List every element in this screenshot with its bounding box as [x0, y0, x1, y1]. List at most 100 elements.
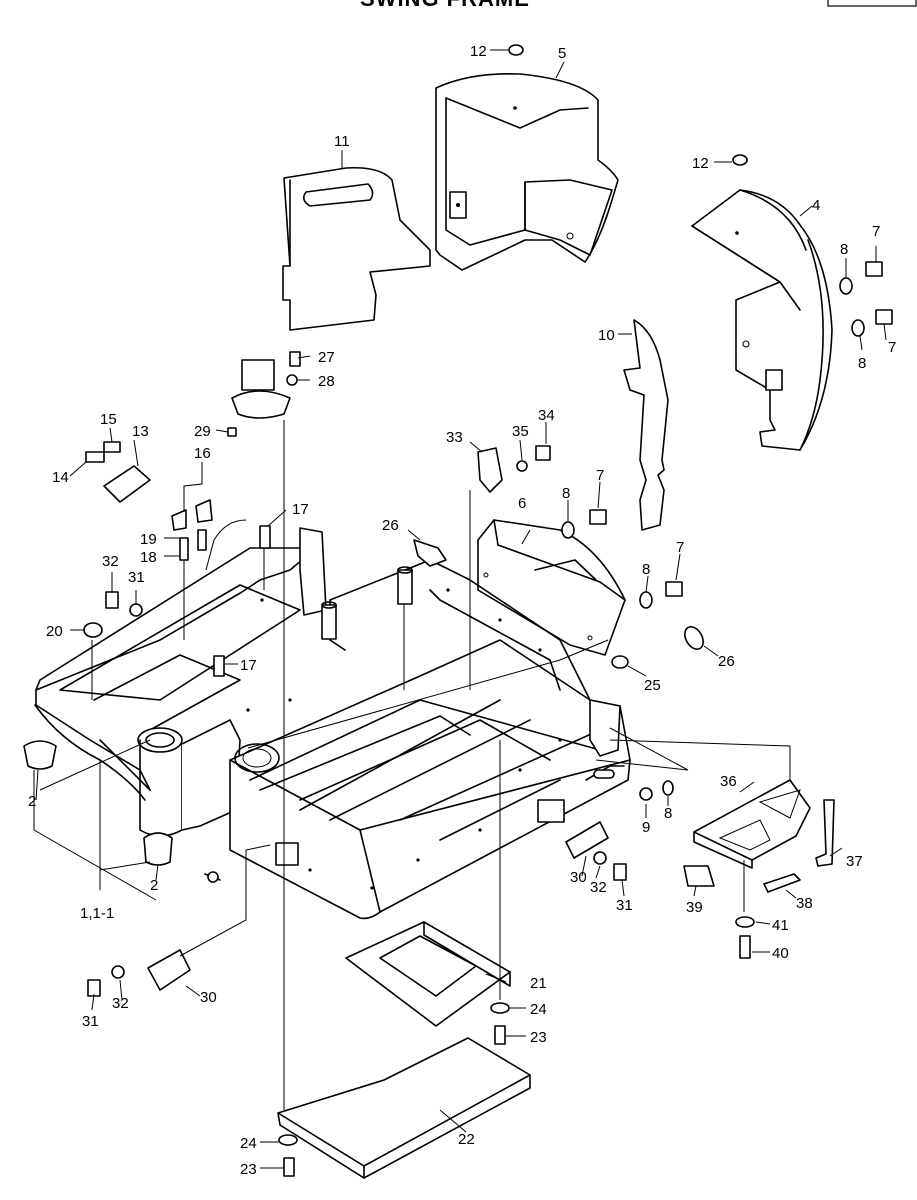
callout-25: 25 [644, 677, 661, 694]
callout-8b: 8 [858, 355, 866, 372]
callout-33: 33 [446, 429, 463, 446]
callout-31a: 31 [616, 897, 633, 914]
callout-8c: 8 [562, 485, 570, 502]
callout-36: 36 [720, 773, 737, 790]
swivel-joint [231, 390, 291, 419]
callout-21: 21 [530, 975, 547, 992]
part-30-plate-left [147, 949, 191, 991]
callout-12a: 12 [470, 43, 487, 60]
callout-2b: 2 [150, 877, 158, 894]
part-32-washer-c [129, 603, 143, 617]
callout-32c: 32 [102, 553, 119, 570]
callout-7b: 7 [888, 339, 896, 356]
part-12-bolt-b [732, 154, 748, 166]
callout-19: 19 [140, 531, 157, 548]
callout-31b: 31 [82, 1013, 99, 1030]
callout-7d: 7 [676, 539, 684, 556]
callout-6: 6 [518, 495, 526, 512]
callout-41: 41 [772, 917, 789, 934]
callout-1: 1,1-1 [80, 905, 114, 922]
part-32-washer-a [593, 851, 607, 865]
callout-10: 10 [598, 327, 615, 344]
part-2-cushion-b [143, 832, 173, 866]
part-7-bolt-b [875, 309, 893, 325]
callout-16: 16 [194, 445, 211, 462]
part-16-elbow-a [171, 509, 187, 531]
callout-26a: 26 [382, 517, 399, 534]
part-16-elbow-b [195, 499, 213, 523]
part-25-ring [611, 655, 629, 669]
part-37-bar [815, 799, 835, 867]
callout-32a: 32 [590, 879, 607, 896]
callout-26b: 26 [718, 653, 735, 670]
part-40-bolt [739, 935, 751, 959]
part-31-bolt-c [105, 591, 119, 609]
part-26-ring [684, 626, 704, 650]
part-23-bolt-b [283, 1157, 295, 1177]
part-6-plate [477, 519, 626, 656]
part-5-cover [435, 72, 619, 271]
part-34-bolt [535, 445, 551, 461]
part-28-washer [286, 374, 298, 386]
callout-8d: 8 [642, 561, 650, 578]
callout-8e: 8 [664, 805, 672, 822]
part-19-pipe [197, 529, 207, 551]
callout-7c: 7 [596, 467, 604, 484]
callout-7a: 7 [872, 223, 880, 240]
part-7-bolt-d [665, 581, 683, 597]
callout-23a: 23 [530, 1029, 547, 1046]
part-2-cushion-a [23, 740, 57, 770]
part-32-washer-b [111, 965, 125, 979]
part-22-large-under-cover [277, 1037, 531, 1179]
part-30-plate-right [565, 821, 609, 859]
callout-24a: 24 [530, 1001, 547, 1018]
callout-8a: 8 [840, 241, 848, 258]
part-8-washer-a [839, 277, 853, 295]
part-8-washer-c [561, 521, 575, 539]
callout-31c: 31 [128, 569, 145, 586]
page-number-box [827, 0, 917, 7]
part-13-block [103, 465, 151, 503]
callout-5: 5 [558, 45, 566, 62]
part-23-bolt-a [494, 1025, 506, 1045]
part-1-main-frame [34, 527, 631, 920]
part-31-bolt-b [87, 979, 101, 997]
part-21-under-cover [345, 921, 511, 1027]
callout-labels: 1,1-1 2 2 4 5 6 7 7 7 7 8 8 8 8 8 9 10 1… [28, 43, 896, 1178]
callout-40: 40 [772, 945, 789, 962]
callout-35: 35 [512, 423, 529, 440]
part-35-washer [516, 460, 528, 472]
callout-22: 22 [458, 1131, 475, 1148]
callout-29: 29 [194, 423, 211, 440]
callout-2a: 2 [28, 793, 36, 810]
part-24-washer-b [278, 1134, 298, 1146]
callout-13: 13 [132, 423, 149, 440]
callout-14: 14 [52, 469, 69, 486]
part-17-fitting-b [213, 655, 225, 677]
callout-12b: 12 [692, 155, 709, 172]
part-8-washer-b [851, 319, 865, 337]
diagram-title: SWING FRAME [360, 0, 530, 11]
part-14-fitting [85, 451, 105, 463]
part-7-bolt-c [589, 509, 607, 525]
callout-24b: 24 [240, 1135, 257, 1152]
part-18-pipe [179, 537, 189, 561]
small-parts [23, 44, 893, 1177]
callout-30a: 30 [570, 869, 587, 886]
part-8-washer-d [639, 591, 653, 609]
part-41-washer [735, 916, 755, 928]
part-7-bolt-a [865, 261, 883, 277]
callout-20: 20 [46, 623, 63, 640]
part-27-bolt [289, 351, 301, 367]
part-12-bolt-a [508, 44, 524, 56]
part-17-fitting [259, 525, 271, 549]
callout-15: 15 [100, 411, 117, 428]
callout-18: 18 [140, 549, 157, 566]
callout-9: 9 [642, 819, 650, 836]
part-33-bracket [477, 447, 503, 493]
part-15-fitting [103, 441, 121, 453]
part-11-side-panel [282, 166, 431, 331]
part-29-pin [227, 427, 237, 437]
part-20-plug [83, 622, 103, 638]
part-24-washer-a [490, 1002, 510, 1014]
